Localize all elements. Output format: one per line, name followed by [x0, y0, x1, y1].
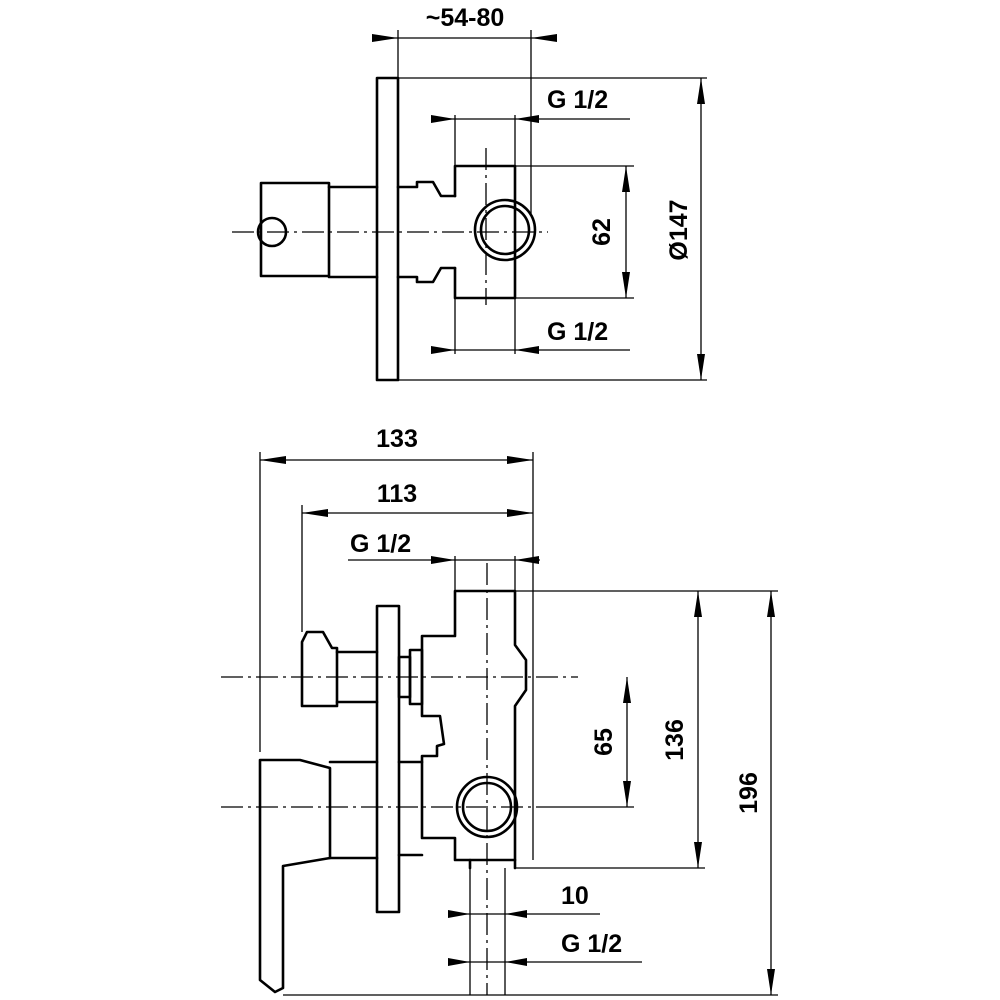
dim-label-body-height: 136	[661, 719, 689, 761]
front-view-diverter-knob	[300, 630, 339, 708]
dim-arrow	[431, 115, 455, 123]
top-view-neck-lower	[396, 266, 457, 284]
top-view-handle-knob	[259, 181, 331, 278]
top-view-outlet-circle-inner	[479, 204, 531, 256]
dim-arrow	[515, 346, 539, 354]
dim-arrow	[622, 166, 630, 192]
top-view-neck-upper	[396, 180, 457, 198]
top-view-outlet-circle-outer	[473, 198, 537, 262]
dim-arrow	[448, 910, 470, 918]
dim-label-spacing: 62	[588, 218, 616, 246]
dim-arrow	[431, 556, 455, 564]
dim-label-thread-top: G 1/2	[350, 530, 411, 558]
dim-arrow	[515, 556, 539, 564]
dim-arrow	[623, 781, 631, 807]
dim-arrow	[302, 509, 328, 517]
dim-arrow	[505, 910, 527, 918]
dim-label-width: ~54-80	[426, 4, 505, 32]
dim-arrow	[531, 34, 557, 42]
front-view-lever-handle	[258, 758, 332, 994]
dim-arrow	[260, 456, 286, 464]
dim-label-thread-bottom: G 1/2	[547, 318, 608, 346]
dim-arrow	[372, 34, 398, 42]
dim-label-offset: 10	[561, 882, 589, 910]
dim-arrow	[697, 354, 705, 380]
front-view-outlet-circle-inner	[461, 781, 513, 833]
front-view: 133 113 G 1/2 65 136 196 10	[221, 425, 778, 996]
dim-arrow	[622, 272, 630, 298]
dim-label-total-depth: 133	[376, 425, 418, 453]
dim-label-diameter: Ø147	[665, 199, 693, 260]
dim-arrow	[515, 115, 539, 123]
front-view-outlet-circle-outer	[455, 775, 519, 839]
dim-arrow	[448, 958, 470, 966]
top-view: ~54-80 G 1/2 G 1/2 62 Ø147	[232, 4, 707, 382]
dim-arrow	[697, 78, 705, 104]
dim-arrow	[505, 958, 527, 966]
dim-arrow	[507, 456, 533, 464]
dim-arrow	[623, 677, 631, 703]
dim-label-axis-spacing: 65	[590, 728, 618, 756]
front-view-valve-body	[420, 589, 528, 862]
top-view-handle-hole	[256, 216, 288, 248]
dim-arrow	[694, 591, 702, 617]
dim-arrow	[507, 509, 533, 517]
dim-arrow	[694, 842, 702, 868]
dim-label-thread-top: G 1/2	[547, 86, 608, 114]
dim-arrow	[767, 969, 775, 995]
dim-arrow	[431, 346, 455, 354]
top-view-valve-body	[453, 164, 517, 300]
dim-label-thread-bottom: G 1/2	[561, 930, 622, 958]
dim-label-total-height: 196	[735, 772, 763, 814]
dim-label-body-depth: 113	[377, 480, 417, 508]
front-view-cover-plate	[375, 604, 401, 914]
dim-arrow	[767, 591, 775, 617]
top-view-cover-plate	[375, 76, 400, 382]
